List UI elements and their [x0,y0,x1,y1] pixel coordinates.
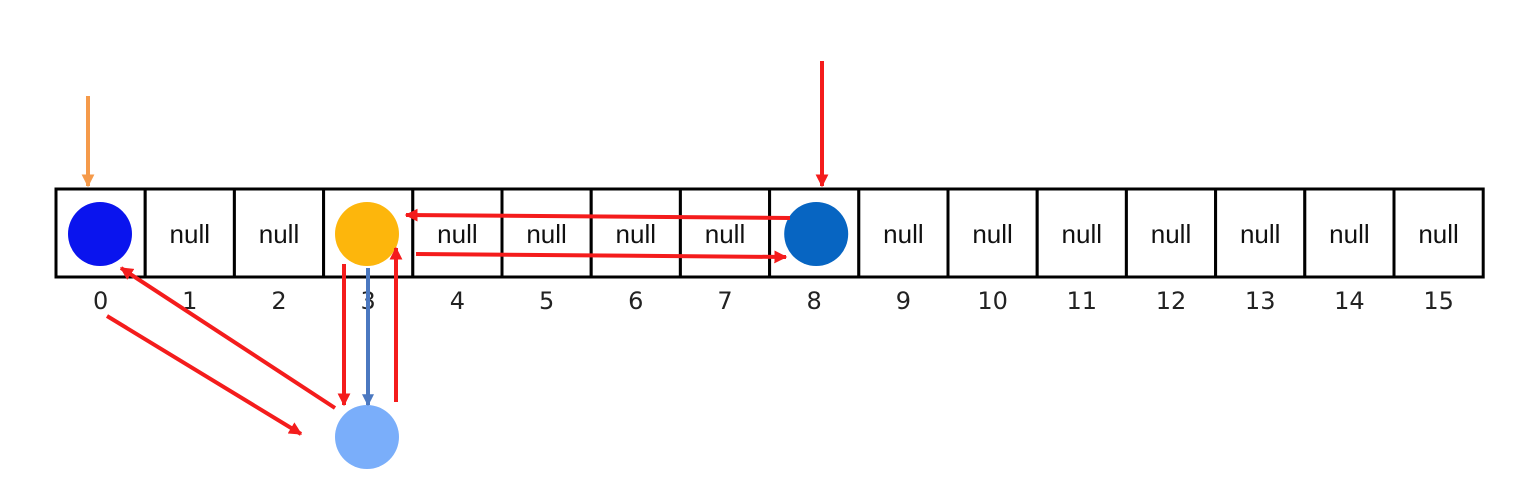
cell-null-label: null [526,219,566,249]
index-label: 6 [628,287,643,315]
index-label: 5 [539,287,554,315]
array-cell [232,187,326,279]
arrow-chain-to-slot0 [119,266,337,410]
array-cell [1035,187,1128,279]
entry-nodes [68,202,849,469]
cell-null-label: null [705,219,745,249]
index-label: 9 [896,287,911,315]
index-label: 8 [807,287,822,315]
array-index-labels: 0123456789101112131415 [93,287,1454,315]
node-slot-3 [335,202,399,266]
node-slot-8 [784,202,849,266]
array-cell [1392,187,1485,279]
index-label: 1 [182,287,197,315]
array-cells: null null null null null null null null null null… [54,187,1485,279]
node-chained-below-3 [335,405,399,469]
array-cell [1124,187,1218,279]
cell-null-label: null [437,219,477,249]
index-label: 14 [1334,287,1365,315]
cell-null-label: null [1151,219,1191,249]
cell-null-label: null [1240,219,1280,249]
array-cell [857,187,950,279]
array-cell [589,187,682,279]
index-label: 13 [1245,287,1276,315]
array-cell [678,187,772,279]
cell-null-label: null [1062,219,1102,249]
cell-null-label: null [170,219,210,249]
index-label: 10 [977,287,1008,315]
cell-null-label: null [1418,219,1458,249]
array-cell [1214,187,1307,279]
cell-null-label: null [1329,219,1369,249]
array-cell [500,187,593,279]
index-label: 12 [1156,287,1187,315]
cell-null-label: null [616,219,656,249]
array-cell [143,187,236,279]
cell-null-label: null [259,219,299,249]
cell-null-label: null [972,219,1012,249]
node-slot-0 [68,202,132,266]
index-label: 15 [1423,287,1454,315]
array-cell [411,187,504,279]
arrow-slot0-to-chain [105,314,303,436]
pointer-arrows [81,61,829,436]
index-label: 4 [450,287,465,315]
index-label: 0 [93,287,108,315]
arrow-slot3-to-slot8 [415,250,788,264]
index-label: 7 [717,287,732,315]
index-label: 11 [1067,287,1098,315]
arrow-slot8-to-slot3 [404,208,791,222]
cell-null-label: null [883,219,923,249]
index-label: 2 [271,287,286,315]
